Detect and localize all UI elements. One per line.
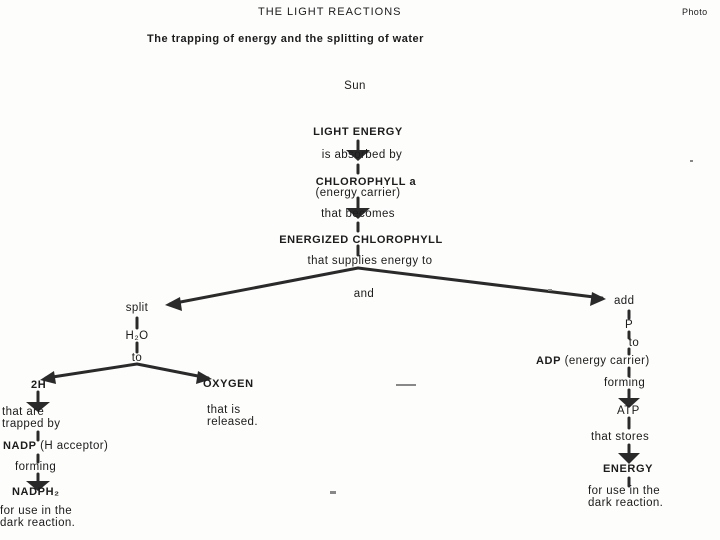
- arrowhead-down: [618, 398, 640, 408]
- forming-label-left: forming: [15, 461, 57, 473]
- released-label: that is released.: [207, 404, 258, 428]
- h-acceptor-note: (H acceptor): [36, 440, 109, 452]
- arrowhead-down: [26, 481, 50, 491]
- chlorophyll-a-label: CHLOROPHYLL a: [315, 176, 417, 188]
- p-label: P: [624, 319, 634, 331]
- arrowhead-down: [346, 208, 370, 219]
- fork-right-line: [356, 266, 604, 300]
- diagram-subtitle: The trapping of energy and the splitting…: [147, 33, 424, 45]
- adp-line: ADP (energy carrier): [536, 355, 650, 368]
- energy-carrier-note: (energy carrier): [315, 187, 401, 199]
- stores-label: that stores: [591, 431, 650, 443]
- nadph2-label: NADPH₂: [12, 486, 60, 498]
- h2o-label: H₂O: [125, 330, 149, 342]
- forming-label-right: forming: [604, 377, 646, 389]
- arrowhead-down-left: [40, 371, 56, 384]
- arrowhead-down: [618, 453, 640, 464]
- corner-label: Photo: [682, 7, 708, 17]
- scan-speck: [690, 160, 693, 162]
- split-left-line: [44, 362, 139, 380]
- add-label: add: [614, 295, 635, 307]
- arrowhead-right: [590, 292, 606, 306]
- scan-speck: [548, 289, 552, 291]
- arrowhead-down: [26, 402, 50, 412]
- dark-reaction-note-right: for use in the dark reaction.: [588, 485, 664, 509]
- diagram-title: THE LIGHT REACTIONS: [258, 6, 402, 18]
- and-label: and: [353, 288, 375, 300]
- split-label: split: [125, 302, 149, 314]
- oxygen-label: OXYGEN: [203, 378, 254, 390]
- arrowhead-down-right: [196, 371, 212, 384]
- that-becomes-label: that becomes: [321, 208, 395, 220]
- atp-label: ATP: [617, 405, 640, 417]
- scan-speck: [396, 384, 416, 386]
- to-label: to: [131, 352, 143, 364]
- absorbed-by-label: is absorbed by: [321, 149, 403, 161]
- sun-label: Sun: [344, 80, 366, 92]
- arrowhead-left: [165, 297, 182, 311]
- nadp-label: NADP: [3, 440, 37, 452]
- fork-left-line: [168, 266, 360, 306]
- nadp-line: NADP (H acceptor): [3, 440, 109, 453]
- adp-label: ADP: [536, 355, 562, 367]
- energy-label: ENERGY: [603, 463, 654, 475]
- trapped-by-label: that are trapped by: [2, 406, 61, 430]
- split-right-line: [135, 362, 210, 380]
- dark-reaction-note-left: for use in the dark reaction.: [0, 505, 76, 529]
- to-label-right: to: [628, 337, 640, 349]
- arrowhead-down: [346, 150, 370, 161]
- adp-carrier-note: (energy carrier): [561, 355, 650, 367]
- energized-chlorophyll-label: ENERGIZED CHLOROPHYLL: [279, 234, 443, 246]
- scan-speck: [330, 491, 336, 494]
- supplies-label: that supplies energy to: [307, 255, 433, 267]
- light-energy-label: LIGHT ENERGY: [313, 126, 403, 138]
- 2h-label: 2H: [31, 379, 47, 391]
